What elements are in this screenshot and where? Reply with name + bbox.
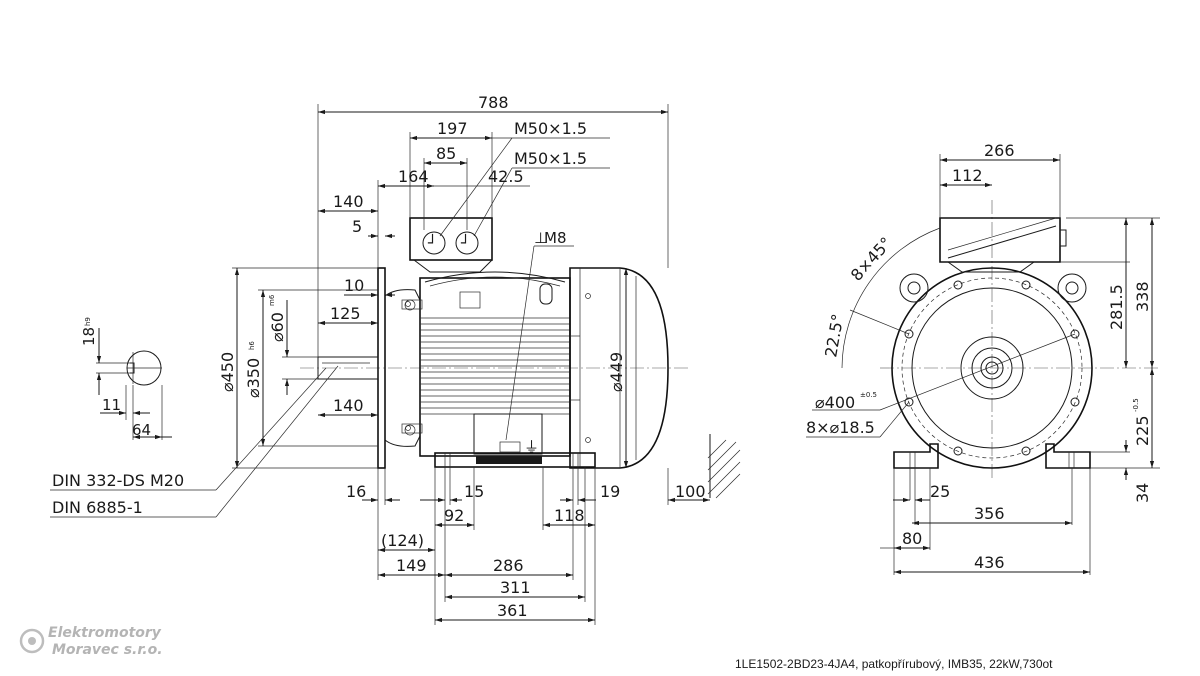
box-offset-label: 164 bbox=[398, 167, 429, 186]
foot-edge-label: 80 bbox=[902, 529, 922, 548]
dim-118-label: 118 bbox=[554, 506, 585, 525]
svg-text:Elektromotory: Elektromotory bbox=[48, 625, 162, 641]
gland-offset-label: 42.5 bbox=[488, 167, 524, 186]
shaft-tolerance: m6 bbox=[268, 294, 276, 306]
flange-disk bbox=[891, 267, 1093, 469]
fan-clearance-label: 100 bbox=[675, 482, 706, 501]
shaft-dia-label: ⌀60 bbox=[268, 312, 287, 342]
floor-hatch bbox=[707, 434, 741, 499]
terminal-box bbox=[409, 217, 493, 261]
centre-tap-standard: DIN 332-DS M20 bbox=[52, 471, 184, 490]
dim-124-label: (124) bbox=[381, 531, 424, 550]
lifting-eye-left bbox=[899, 273, 929, 303]
key-standard: DIN 6885-1 bbox=[52, 498, 143, 517]
end-shaft-height-tolerance: -0.5 bbox=[1132, 398, 1140, 412]
earth-thread-size: M8 bbox=[544, 229, 567, 247]
overall-length-label: 788 bbox=[478, 93, 509, 112]
end-shaft-height-label: 225 bbox=[1133, 415, 1152, 446]
foot-width-label: 436 bbox=[974, 553, 1005, 572]
flange-to-box-label: 140 bbox=[333, 192, 364, 211]
cooling-fins bbox=[420, 317, 570, 415]
shaft-height-label: 64 bbox=[132, 421, 151, 439]
svg-text:┘: ┘ bbox=[427, 233, 437, 252]
shaft-seat-label: 140 bbox=[333, 396, 364, 415]
overall-height-label: 338 bbox=[1133, 281, 1152, 312]
bolt-pattern-label: 8×45° bbox=[847, 233, 896, 284]
key-width-tolerance: h9 bbox=[84, 317, 92, 326]
cable-gland-1 bbox=[422, 231, 446, 255]
cable-gland-2 bbox=[455, 231, 479, 255]
shaft-length-label: 125 bbox=[330, 304, 361, 323]
end-view: 266 112 8×45° 22.5° ⌀400 ±0.5 8×⌀18.5 28… bbox=[806, 141, 1160, 575]
gland-spacing-label: 85 bbox=[436, 144, 456, 163]
foot-holes-spacing-label: 286 bbox=[493, 556, 524, 575]
lifting-eye-right bbox=[1057, 273, 1087, 303]
earth-thread-label: ⊥ bbox=[534, 229, 547, 247]
foot-length-label: 361 bbox=[497, 601, 528, 620]
spigot-tolerance: h6 bbox=[248, 341, 256, 350]
frame-dia-label: ⌀449 bbox=[607, 352, 626, 392]
foot-hole-spacing-label: 356 bbox=[974, 504, 1005, 523]
foot-slot-label: 25 bbox=[930, 482, 950, 501]
foot-pad-spacing-label: 311 bbox=[500, 578, 531, 597]
fan-cover bbox=[569, 267, 669, 469]
key-depth-label: 11 bbox=[102, 396, 121, 414]
svg-text:┘: ┘ bbox=[460, 233, 470, 252]
flange-dia-label: ⌀450 bbox=[218, 352, 237, 392]
spigot-circle bbox=[911, 287, 1073, 449]
dim-15-label: 15 bbox=[464, 482, 484, 501]
end-box-offset-label: 112 bbox=[952, 166, 983, 185]
side-view: ┘ ┘ ⏚ 788 bbox=[50, 93, 741, 625]
gland-thread-1-label: M50×1.5 bbox=[514, 119, 587, 138]
bolt-offset-angle-label: 22.5° bbox=[821, 312, 847, 358]
shaft-end bbox=[980, 356, 1004, 380]
dim-19-label: 19 bbox=[600, 482, 620, 501]
foot-height-label: 34 bbox=[1133, 483, 1152, 503]
gland-thread-2-label: M50×1.5 bbox=[514, 149, 587, 168]
svg-text:⏚: ⏚ bbox=[524, 438, 539, 456]
shaft-key-section: 18 h9 11 64 bbox=[80, 317, 172, 440]
spigot-dia-label: ⌀350 bbox=[244, 358, 263, 398]
drawing-caption: 1LE1502-2BD23-4JA4, patkopřírubový, IMB3… bbox=[735, 657, 1053, 671]
mounting-foot bbox=[434, 452, 596, 468]
pcd-tolerance: ±0.5 bbox=[860, 391, 877, 399]
earth-terminal-plate bbox=[473, 413, 543, 455]
svg-text:Moravec s.r.o.: Moravec s.r.o. bbox=[52, 642, 163, 658]
box-height-label: 281.5 bbox=[1107, 284, 1126, 330]
flange-thickness-label: 10 bbox=[344, 276, 364, 295]
key-width-label: 18 bbox=[80, 327, 98, 346]
motor-frame bbox=[419, 277, 571, 457]
dim-149-label: 149 bbox=[396, 556, 427, 575]
shaft bbox=[317, 356, 379, 380]
dim-92-label: 92 bbox=[444, 506, 464, 525]
bolt-holes-label: 8×⌀18.5 bbox=[806, 418, 875, 437]
bearing-circle bbox=[960, 336, 1024, 400]
end-box-width-label: 266 bbox=[984, 141, 1015, 160]
flange-spigot-label: 5 bbox=[352, 217, 362, 236]
dim-16-label: 16 bbox=[346, 482, 366, 501]
watermark-logo: Elektromotory Moravec s.r.o. bbox=[19, 625, 163, 658]
pcd-label: ⌀400 bbox=[815, 393, 855, 412]
flange-bolt-holes bbox=[904, 280, 1080, 456]
terminal-box-width-label: 197 bbox=[437, 119, 468, 138]
